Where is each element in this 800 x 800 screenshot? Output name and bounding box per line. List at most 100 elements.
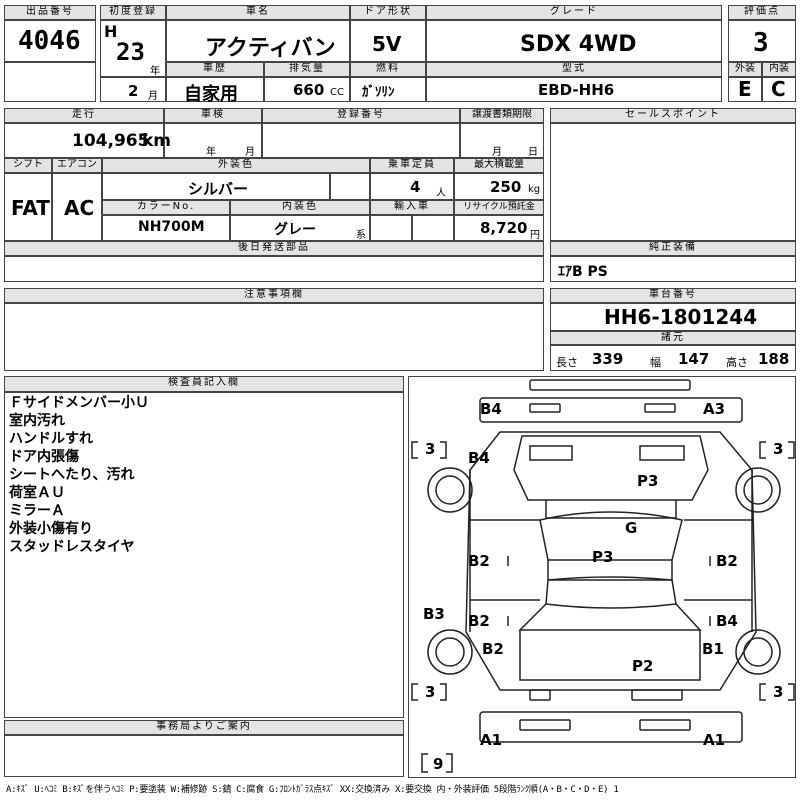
mark-p3-hood: P3 [592, 548, 614, 566]
capacity-unit: 人 [436, 188, 446, 199]
inspection-year-unit: 年 [206, 147, 216, 158]
import-label: 輸入車 [370, 200, 454, 215]
regno-cell [262, 123, 460, 158]
reg-month: 2 [128, 82, 139, 100]
shift-cell [4, 173, 52, 241]
fuel-cell [350, 77, 426, 102]
load: 250 [490, 178, 522, 196]
inspector-note: スタッドレスタイヤ [9, 539, 135, 555]
recycle-cell [454, 215, 544, 241]
chassis-cell [550, 303, 796, 331]
mark-a3-top-right: A3 [703, 400, 726, 418]
mark-b1-right: B1 [702, 640, 724, 658]
month-unit: 月 [148, 91, 158, 102]
equip: ｴｱB PS [558, 264, 608, 280]
fuel: ｶﾞｿﾘﾝ [362, 85, 395, 100]
history-cell [166, 77, 264, 102]
caution-cell [4, 303, 544, 371]
reg-month-cell [100, 77, 166, 102]
spec-cell [550, 345, 796, 371]
mark-a1-right: A1 [703, 731, 726, 749]
mark-b4-top-left: B4 [480, 400, 502, 418]
mark-b4-left: B4 [468, 449, 490, 467]
colorno: NH700M [138, 219, 205, 235]
score-label: 評価点 [728, 5, 796, 20]
interior-grade: C [771, 77, 786, 101]
transfer-day-unit: 日 [528, 147, 538, 158]
equip-cell [550, 256, 796, 282]
lot-label: 出品番号 [4, 5, 96, 20]
lot-lower-cell [4, 62, 96, 102]
grade-cell [426, 20, 722, 62]
tire-rear-right: 3 [773, 683, 784, 701]
lot-number: 4046 [18, 26, 81, 56]
intcolor-label: 内装色 [230, 200, 370, 215]
capacity-cell [370, 173, 454, 200]
interior-label: 内装 [762, 62, 796, 77]
width: 147 [678, 350, 710, 368]
doors-label: ドア形状 [350, 5, 426, 20]
mark-p3-roof: P3 [637, 472, 659, 490]
inspector-cell [4, 392, 404, 718]
mileage: 104,965 [72, 131, 150, 151]
caution-label: 注意事項欄 [4, 288, 544, 303]
office-label: 事務局よりご案内 [4, 720, 404, 735]
year-unit: 年 [150, 66, 160, 77]
exterior-grade: E [738, 77, 752, 101]
equip-label: 純正装備 [550, 241, 796, 256]
ac-cell [52, 173, 102, 241]
doors-cell [350, 20, 426, 62]
recycle: 8,720 [480, 219, 528, 237]
import-cell-a [370, 215, 412, 241]
car-name: アクティバン [205, 36, 336, 61]
length: 339 [592, 350, 624, 368]
mark-a1-left: A1 [480, 731, 503, 749]
mark-g-windshield: G [625, 519, 638, 537]
capacity: 4 [410, 178, 421, 196]
exterior-cell [728, 77, 762, 102]
width-label: 幅 [650, 356, 661, 369]
capacity-label: 乗車定員 [370, 158, 454, 173]
interior-cell [762, 77, 796, 102]
tire-front-right: 3 [773, 440, 784, 458]
import-cell-b [412, 215, 454, 241]
displacement-label: 排気量 [264, 62, 350, 77]
mileage-unit: km [142, 131, 172, 151]
reg-year: 23 [116, 38, 145, 66]
mark-b3-left: B3 [423, 605, 445, 623]
displacement-unit: CC [330, 87, 344, 98]
mark-b4-right: B4 [716, 612, 738, 630]
mark-b2-right-upper: B2 [716, 552, 738, 570]
model-cell [426, 77, 722, 102]
shift-label: シフト [4, 158, 52, 173]
regno-label: 登録番号 [262, 108, 460, 123]
ac-label: エアコン [52, 158, 102, 173]
tire-front-left: 3 [425, 440, 436, 458]
office-cell [4, 735, 404, 777]
inspector-note: シートへたり、汚れ [9, 467, 135, 483]
displacement: 660 [293, 81, 325, 99]
color: シルバー [188, 180, 249, 198]
color-extra-cell [330, 173, 370, 200]
era: H [104, 22, 118, 41]
inspector-note: 外装小傷有り [9, 521, 93, 537]
later-parts-cell [4, 256, 544, 282]
history-label: 車歴 [166, 62, 264, 77]
later-parts-label: 後日発送部品 [4, 241, 544, 256]
inspection-cell [164, 123, 262, 158]
fuel-label: 燃料 [350, 62, 426, 77]
score-cell [728, 20, 796, 62]
tire-rear-left: 3 [425, 683, 436, 701]
inspection-month-unit: 月 [245, 147, 255, 158]
model: EBD-HH6 [538, 81, 615, 99]
color-label: 外装色 [102, 158, 370, 173]
mark-b2-left-upper: B2 [468, 552, 490, 570]
colorno-label: カラーNo. [102, 200, 230, 215]
inspector-note: 荷室ＡＵ [9, 485, 65, 501]
recycle-unit: 円 [530, 230, 540, 241]
colorno-cell [102, 215, 230, 241]
score: 3 [753, 28, 769, 58]
recycle-label: リサイクル預託金 [454, 200, 544, 215]
load-cell [454, 173, 544, 200]
history: 自家用 [184, 84, 238, 105]
